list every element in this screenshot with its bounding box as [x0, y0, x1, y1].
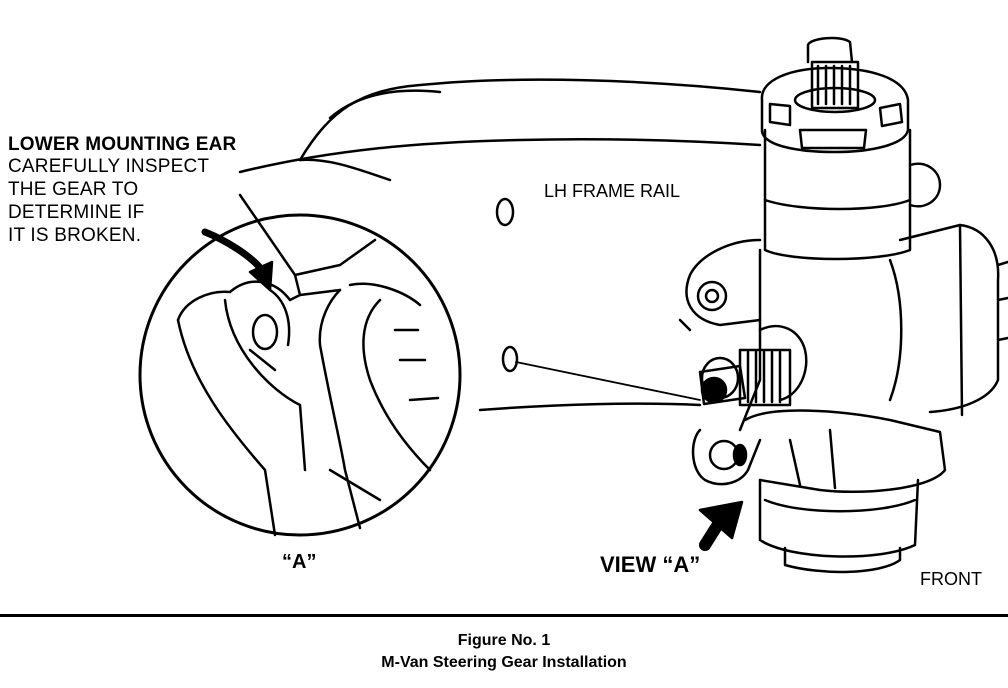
- front-label: FRONT: [920, 569, 982, 589]
- figure-number: Figure No. 1: [457, 632, 551, 649]
- frame-rail-outline: [238, 78, 762, 412]
- steering-gear-illustration: [138, 36, 1008, 574]
- detail-circle-a: [138, 193, 462, 537]
- lh-frame-rail-label: LH FRAME RAIL: [544, 181, 681, 201]
- callout-line-4: IT IS BROKEN.: [8, 225, 142, 246]
- callout-arrow: [201, 228, 274, 292]
- detail-a-label: “A”: [282, 551, 317, 573]
- figure-title: M-Van Steering Gear Installation: [381, 654, 627, 671]
- view-a-label: VIEW “A”: [600, 552, 701, 577]
- callout-title: LOWER MOUNTING EAR: [8, 134, 237, 155]
- callout-line-2: THE GEAR TO: [8, 179, 139, 200]
- steering-gear-body: [685, 36, 1008, 574]
- view-a-arrow: [698, 500, 744, 551]
- lower-mounting-ear-callout: LOWER MOUNTING EAR: [8, 135, 236, 154]
- caption-divider: [0, 614, 1008, 617]
- callout-line-3: DETERMINE IF: [8, 202, 145, 223]
- callout-line-1: CAREFULLY INSPECT: [8, 156, 210, 177]
